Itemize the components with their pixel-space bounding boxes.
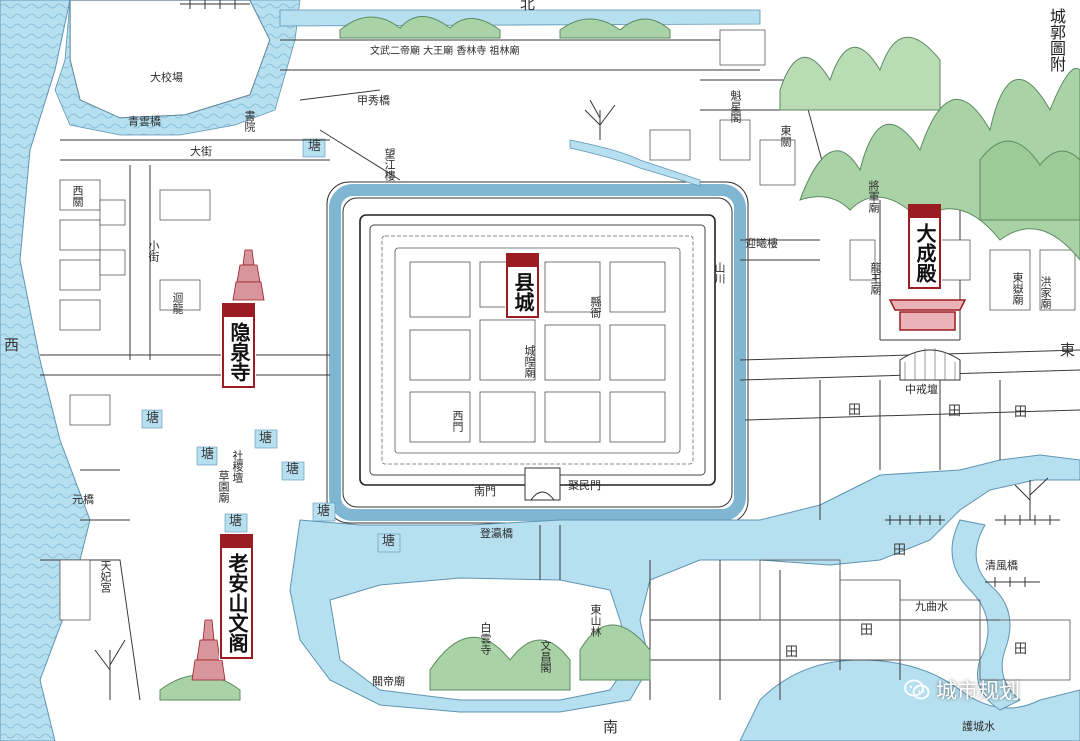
west-river bbox=[0, 0, 91, 741]
north-stream bbox=[569, 139, 701, 187]
place-kuixing: 魁星閣 bbox=[729, 90, 742, 123]
place-dajie: 大街 bbox=[190, 145, 212, 158]
field-label: 田 bbox=[948, 404, 962, 419]
pagoda-yinquan bbox=[232, 249, 265, 301]
callout-county-city: 县城 bbox=[506, 253, 539, 318]
place-jumin-gate: 聚民門 bbox=[568, 479, 601, 492]
place-huchengshui: 護城水 bbox=[962, 720, 995, 733]
place-shanchuan: 山川 bbox=[713, 262, 726, 284]
pond-label: 塘 bbox=[308, 139, 322, 154]
stone-bridge bbox=[899, 349, 961, 381]
dacheng-hall-drawing bbox=[888, 299, 967, 331]
field-label: 田 bbox=[1014, 405, 1028, 420]
place-dengyingqiao: 登瀛橋 bbox=[480, 527, 513, 540]
east-bridges bbox=[180, 0, 1060, 587]
south-gate bbox=[524, 467, 561, 501]
watermark-text: 城市规划 bbox=[936, 679, 1020, 703]
trees bbox=[94, 99, 1049, 700]
south-hills bbox=[159, 624, 651, 701]
place-jiuqushui: 九曲水 bbox=[915, 600, 948, 613]
place-qingyunqiao: 青雲橋 bbox=[128, 115, 161, 128]
place-jiaxiuqiao: 甲秀橋 bbox=[357, 94, 390, 107]
pond-label: 塘 bbox=[317, 504, 331, 519]
place-zhongjietai: 中戒壇 bbox=[905, 383, 938, 396]
south-river bbox=[289, 454, 1080, 713]
place-baiyun: 白雲寺 bbox=[479, 622, 492, 655]
callout-dacheng-hall: 大成殿 bbox=[908, 204, 941, 289]
pond-label: 塘 bbox=[201, 447, 215, 462]
place-guandi: 關帝廟 bbox=[372, 675, 405, 688]
place-dongguan: 東關 bbox=[779, 125, 792, 147]
watermark: 城市规划 bbox=[904, 675, 1020, 705]
direction-west: 西 bbox=[4, 336, 20, 354]
place-dongshanlin: 東山林 bbox=[589, 604, 602, 637]
roads bbox=[40, 39, 1080, 701]
place-xianya: 縣衙 bbox=[589, 296, 602, 318]
place-yingxilou: 迎曦樓 bbox=[745, 237, 778, 250]
northwest-water bbox=[54, 0, 301, 136]
field-grid bbox=[759, 559, 1071, 681]
place-wangjiang: 望江樓 bbox=[383, 148, 396, 181]
field-label: 田 bbox=[1014, 642, 1028, 657]
place-dajiaochang: 大校場 bbox=[150, 71, 183, 84]
direction-east: 東 bbox=[1060, 341, 1076, 359]
direction-south: 南 bbox=[603, 718, 619, 736]
callout-yinquan-temple: 隐泉寺 bbox=[222, 303, 255, 388]
city-moat bbox=[329, 184, 746, 521]
place-xiaojie: 小街 bbox=[147, 240, 160, 262]
pond-label: 塘 bbox=[229, 514, 243, 529]
pagoda-wenge bbox=[191, 619, 226, 681]
direction-north: 北 bbox=[520, 0, 536, 13]
place-sheji: 社稷壇 bbox=[231, 450, 244, 483]
place-nanmen: 南門 bbox=[474, 485, 496, 498]
map-title: 城郭圖附 bbox=[1047, 8, 1066, 72]
place-chenghuangmiao: 城隍廟 bbox=[523, 345, 536, 378]
place-temple-row: 文武二帝廟 大王廟 香林寺 祖林廟 bbox=[370, 46, 520, 57]
place-jiangjunmiao: 將軍廟 bbox=[867, 180, 880, 213]
place-longwangmiao: 龍王廟 bbox=[869, 262, 882, 295]
pond-label: 塘 bbox=[259, 431, 273, 446]
place-ximen: 西門 bbox=[451, 410, 464, 432]
pond-label: 塘 bbox=[146, 411, 160, 426]
east-creek bbox=[951, 519, 1021, 711]
ponds bbox=[141, 138, 401, 553]
east-river bbox=[739, 659, 1080, 741]
place-shuyuan: 書院 bbox=[243, 110, 256, 132]
place-hongjiamiao: 洪家廟 bbox=[1039, 276, 1052, 309]
northeast-mountains bbox=[779, 36, 1080, 261]
pond-label: 塘 bbox=[382, 534, 396, 549]
north-hills bbox=[339, 16, 671, 39]
callout-laoanshan-pavilion: 老安山文阁 bbox=[220, 534, 253, 659]
field-label: 田 bbox=[860, 623, 874, 638]
place-qingfengqiao: 清風橋 bbox=[985, 559, 1018, 572]
place-xiguan: 西關 bbox=[71, 185, 84, 207]
wechat-icon bbox=[904, 679, 930, 701]
city-moat-edge-inner bbox=[342, 197, 733, 508]
place-yuanqiao: 元橋 bbox=[72, 493, 94, 506]
place-huilong: 迴龍 bbox=[171, 292, 184, 314]
place-tianfeigong: 天妃宮 bbox=[99, 560, 112, 593]
field-label: 田 bbox=[848, 403, 862, 418]
field-label: 田 bbox=[785, 645, 799, 660]
buildings bbox=[59, 29, 1076, 621]
field-label: 田 bbox=[893, 543, 907, 558]
pond-label: 塘 bbox=[286, 462, 300, 477]
place-wenchang: 文昌閣 bbox=[539, 640, 552, 673]
place-dongyuemiao: 東嶽廟 bbox=[1011, 272, 1024, 305]
place-caoyuanmiao: 草園廟 bbox=[217, 470, 230, 503]
